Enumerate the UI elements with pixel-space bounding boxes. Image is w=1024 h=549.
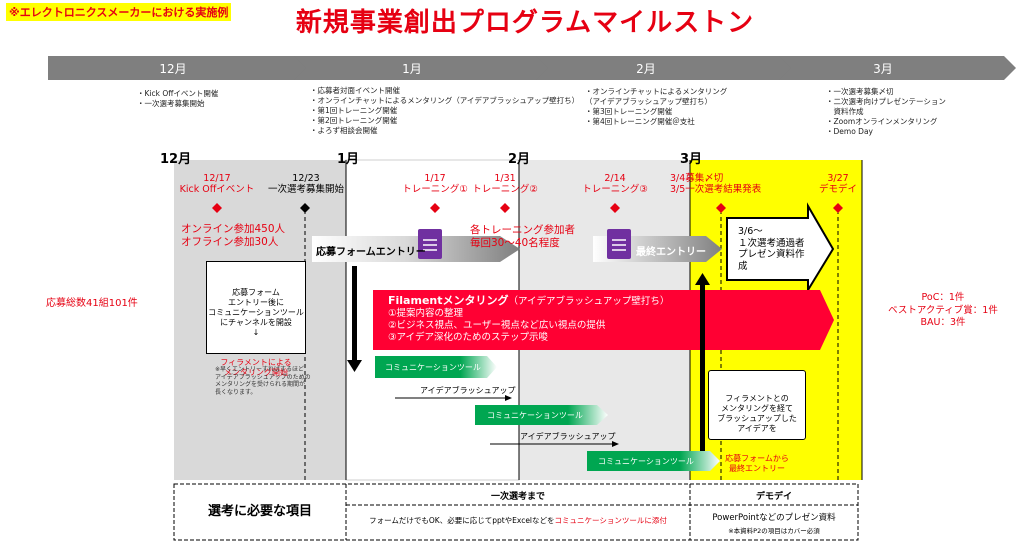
timeline-label-january: 1月 [402, 62, 422, 76]
mentoring-item: ①提案内容の整理 [388, 308, 464, 319]
month-head-december: 12月 [160, 152, 192, 167]
milestone-12-23: 12/23 一次選考募集開始 [267, 173, 344, 195]
form-document-icon [418, 229, 442, 259]
activities-december: ・Kick Offイベント開催 ・一次選考募集開始 [137, 89, 219, 108]
callout-final-entry-highlight: 応募フォームから 最終エントリー [725, 454, 789, 473]
results-block: PoC：1件 ベストアクティブ賞：1件 BAU：3件 [868, 292, 1018, 330]
activities-march: ・一次選考募集〆切 ・二次選考向けプレゼンテーション 資料作成 ・Zoomオンラ… [826, 87, 946, 136]
result-item: BAU：3件 [920, 317, 966, 328]
milestone-1-17: 1/17 トレーニング① [402, 173, 468, 195]
callout-mentoring-start: 応募フォーム エントリー後に コミュニケーションツール にチャンネルを開設 ↓ … [206, 261, 306, 377]
timeline-label-february: 2月 [636, 62, 656, 76]
result-item: PoC：1件 [921, 292, 965, 303]
milestone-marker-3-27 [833, 203, 843, 213]
first-selection-text: フォームだけでもOK、必要に応じてpptやExcelなどをコミュニケーションツー… [350, 515, 686, 526]
milestone-marker-1-17 [430, 203, 440, 213]
timeline-segment-january [294, 56, 554, 80]
milestone-marker-2-14 [610, 203, 620, 213]
milestone-marker-12-17 [212, 203, 222, 213]
timeline-segment-march [779, 56, 1016, 80]
training-participants: 各トレーニング参加者 毎回30～40名程度 [470, 224, 575, 249]
page-title: 新規事業創出プログラムマイルストン [295, 8, 755, 38]
callout-final-entry: フィラメントとの メンタリングを経て ブラッシュアップした アイデアを 応募フォ… [708, 370, 806, 473]
mentoring-title: Filamentメンタリング [388, 294, 509, 307]
activities-january: ・応募者対面イベント開催 ・オンラインチャットによるメンタリング（アイデアブラッ… [310, 86, 580, 135]
first-selection-title: 一次選考まで [490, 492, 545, 502]
mentoring-arrow [373, 290, 834, 350]
milestone-3-27: 3/27 デモデイ [818, 173, 857, 195]
first-selection-text-b: コミュニケーションツールに添付 [554, 516, 667, 525]
timeline-segment-december [48, 56, 312, 80]
entry-down-arrowhead [347, 360, 362, 372]
mentoring-item: ②ビジネス視点、ユーザー視点など広い視点の提供 [388, 320, 606, 331]
mentoring-subtitle: （アイデアブラッシュアップ壁打ち） [508, 296, 670, 307]
mentoring-block: Filamentメンタリング（アイデアブラッシュアップ壁打ち） ①提案内容の整理… [388, 294, 669, 344]
entry-down-bar [352, 266, 357, 362]
demo-day-note: ※本資料P2の項目はカバー必須 [728, 527, 820, 535]
final-up-arrowhead [695, 273, 710, 285]
milestone-12-17: 12/17 Kick Offイベント [179, 173, 255, 195]
activities-february: ・オンラインチャットによるメンタリング （アイデアブラッシュアップ壁打ち） ・第… [585, 87, 728, 126]
milestone-3-4: 3/4募集〆切 3/5一次選考結果発表 [670, 173, 762, 195]
applications-total: 応募総数41組101件 [46, 298, 138, 309]
month-head-january: 1月 [337, 152, 360, 167]
participation-count: オンライン参加450人 オフライン参加30人 [181, 223, 286, 248]
timeline-segment-february [536, 56, 797, 80]
callout-mentoring-start-text: 応募フォーム エントリー後に コミュニケーションツール にチャンネルを開設 ↓ [208, 288, 304, 337]
requirements-heading: 選考に必要な項目 [207, 504, 312, 519]
entry-label: 応募フォームエントリー [316, 247, 426, 258]
milestone-2-14: 2/14 トレーニング③ [582, 173, 648, 195]
month-head-march: 3月 [680, 152, 703, 167]
milestone-marker-12-23 [300, 203, 310, 213]
callout-final-entry-text: フィラメントとの メンタリングを経て ブラッシュアップした アイデアを [717, 394, 797, 433]
comm-tool-label-1: コミュニケーションツール [385, 363, 481, 372]
milestone-1-31: 1/31 トレーニング② [472, 173, 538, 195]
month-head-february: 2月 [508, 152, 531, 167]
demo-day-text: PowerPointなどのプレゼン資料 [712, 513, 836, 523]
presentation-text: 3/6～ １次選考通過者 プレゼン資料作 成 [738, 226, 805, 272]
callout-mentoring-start-highlight: フィラメントによる メンタリング開始 [220, 358, 292, 377]
timeline-label-december: 12月 [159, 62, 187, 76]
first-selection-text-a: フォームだけでもOK、必要に応じてpptやExcelなどを [369, 516, 555, 525]
entry-arrow [312, 236, 520, 262]
comm-tool-arrow-2 [475, 405, 608, 425]
brushup-label-1: アイデアブラッシュアップ [420, 386, 516, 395]
comm-tool-arrow-1 [375, 356, 497, 378]
final-entry-label: 最終エントリー [636, 247, 706, 258]
requirements-table [173, 483, 859, 541]
demo-day-title: デモデイ [755, 492, 792, 502]
milestone-marker-3-4 [716, 203, 726, 213]
presentation-arrow [726, 202, 835, 294]
timeline-label-march: 3月 [873, 62, 893, 76]
example-note: ※エレクトロニクスメーカーにおける実施例 [6, 3, 232, 21]
milestone-marker-1-31 [500, 203, 510, 213]
comm-tool-label-3: コミュニケーションツール [598, 457, 694, 466]
comm-tool-arrow-3 [587, 451, 720, 471]
brushup-label-2: アイデアブラッシュアップ [520, 432, 616, 441]
mentoring-item: ③アイデア深化のためのステップ示唆 [388, 332, 549, 343]
result-item: ベストアクティブ賞：1件 [888, 304, 998, 316]
early-entry-footnote: ※早くエントリーすればするほど アイデアブラッシュアップのための メンタリングを… [215, 366, 311, 396]
comm-tool-label-2: コミュニケーションツール [487, 411, 583, 420]
final-up-bar [700, 283, 705, 453]
final-form-document-icon [607, 229, 631, 259]
